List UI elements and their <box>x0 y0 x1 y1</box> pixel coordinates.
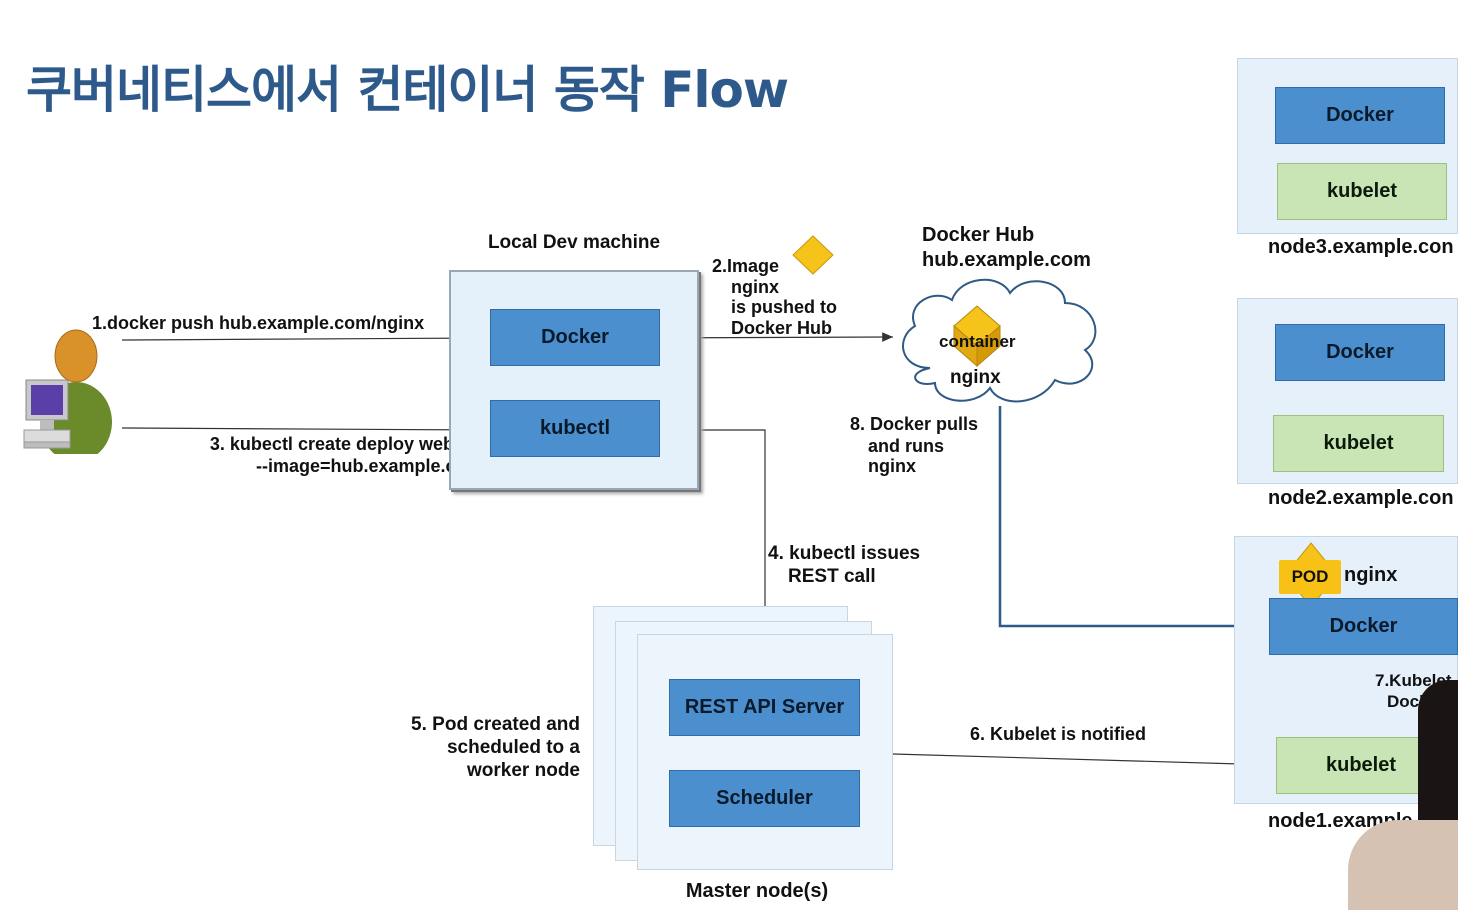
local-dev-machine <box>449 270 699 490</box>
scheduler-box: Scheduler <box>669 770 860 827</box>
computer-icon <box>23 379 71 449</box>
local-docker-box: Docker <box>490 309 660 366</box>
image-diamond-icon <box>792 235 834 275</box>
step4-label-line2: REST call <box>788 566 876 587</box>
node2-kubelet-box: kubelet <box>1273 415 1444 472</box>
step2-label-line3: is pushed to <box>731 297 838 317</box>
docker-hub-url: hub.example.com <box>922 249 1091 271</box>
pod-app-label: nginx <box>1344 564 1398 586</box>
local-dev-label: Local Dev machine <box>487 232 661 253</box>
step2-label-line2: nginx <box>731 277 779 297</box>
node3-name: node3.example.con <box>1268 237 1454 258</box>
step1-label: 1.docker push hub.example.com/nginx <box>92 313 425 333</box>
step3-label-line1: 3. kubectl create deploy web ₩ <box>209 434 476 454</box>
step2-label-line1: 2.Image <box>712 256 780 276</box>
step8-label-line3: nginx <box>868 456 916 476</box>
node2-name: node2.example.con <box>1268 488 1454 509</box>
docker-hub-title: Docker Hub <box>922 224 1035 246</box>
node3-docker-box: Docker <box>1275 87 1445 144</box>
node1-kubelet-box: kubelet <box>1276 737 1446 794</box>
step8-label-line2: and runs <box>868 436 945 456</box>
step5-label-line1: 5. Pod created and <box>411 714 580 735</box>
step5-label-line3: worker node <box>467 760 580 781</box>
node1-docker-box: Docker <box>1269 598 1458 655</box>
local-kubectl-box: kubectl <box>490 400 660 457</box>
node3-kubelet-box: kubelet <box>1277 163 1447 220</box>
pod-badge: POD <box>1279 560 1341 594</box>
step5-label-line2: scheduled to a <box>446 737 580 758</box>
rest-api-server-box: REST API Server <box>669 679 860 736</box>
step6-label: 6. Kubelet is notified <box>970 724 1147 744</box>
container-label: container <box>939 332 1016 351</box>
page-title: 쿠버네티스에서 컨테이너 동작 Flow <box>26 61 789 119</box>
container-cube-icon <box>953 305 1001 368</box>
hub-image-label: nginx <box>950 367 1001 388</box>
node2-docker-box: Docker <box>1275 324 1445 381</box>
presenter-shirt <box>1348 820 1458 910</box>
step4-label-line1: 4. kubectl issues <box>768 543 921 564</box>
master-node-card-front <box>637 634 893 870</box>
master-node-label: Master node(s) <box>685 880 829 902</box>
step8-label-line1: 8. Docker pulls <box>850 414 979 434</box>
step2-label-line4: Docker Hub <box>731 318 833 338</box>
